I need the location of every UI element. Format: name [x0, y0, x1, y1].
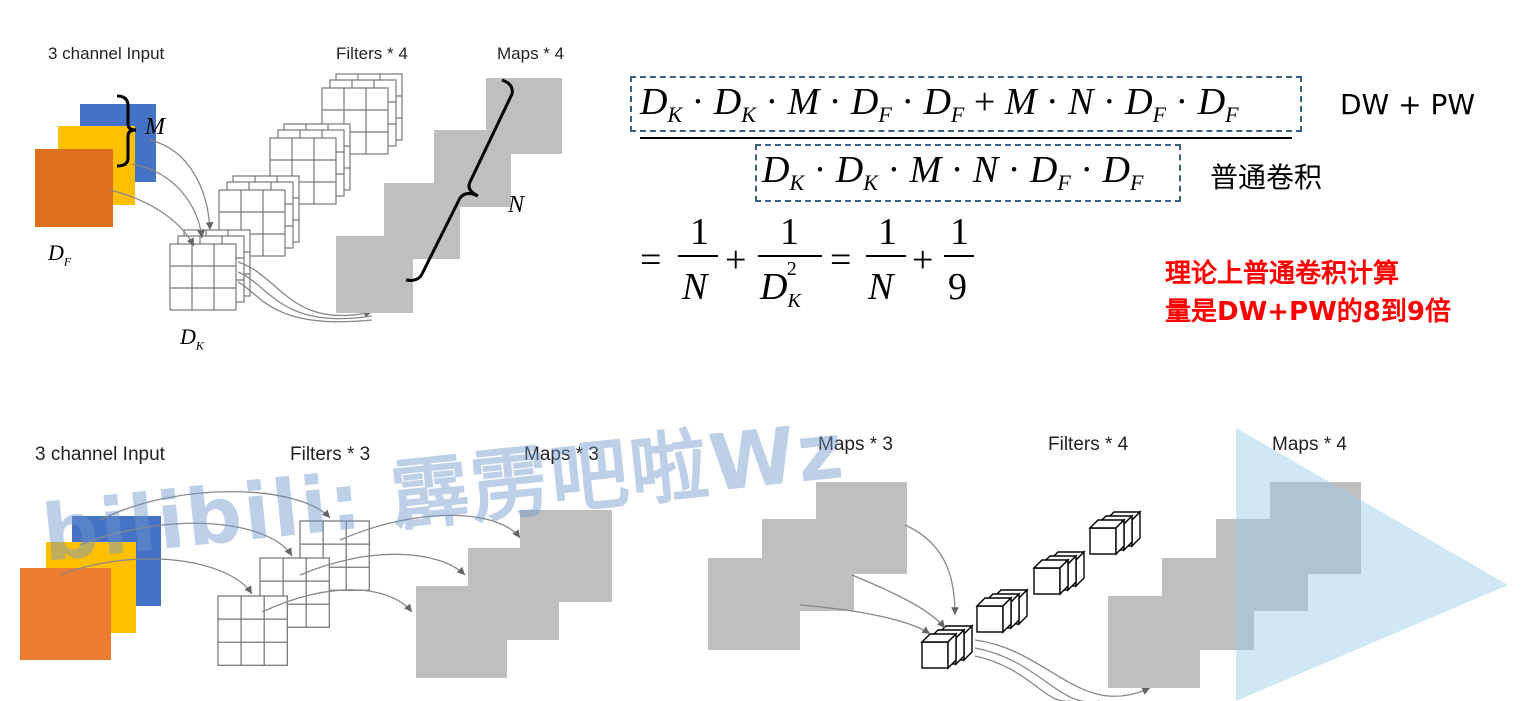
bottom-maps-label: Maps * 3	[524, 444, 599, 465]
result-dk2: DK2	[760, 258, 801, 312]
note-line-2: 量是DW+PW的8到9倍	[1165, 297, 1451, 327]
result-one-3: 1	[878, 211, 897, 253]
top-input-label: 3 channel Input	[48, 44, 165, 63]
fraction-bar-3	[866, 255, 906, 257]
fraction-bar-main	[640, 137, 1292, 139]
symbol-n: N	[508, 192, 525, 218]
bottom-maps2-label: Maps * 3	[818, 434, 893, 455]
bottom-filters-label: Filters * 3	[290, 444, 371, 465]
bottom-input-label: 3 channel Input	[35, 444, 165, 465]
top-input-arrows	[109, 139, 214, 247]
top-maps-label: Maps * 4	[497, 44, 565, 63]
top-output-arrows	[237, 261, 373, 323]
decorative-triangle	[1236, 428, 1508, 701]
result-one-4: 1	[950, 211, 969, 253]
numerator-box	[630, 76, 1302, 132]
result-n-1: N	[682, 266, 708, 308]
bottom-pw-output-maps	[1108, 482, 1361, 688]
result-one-2: 1	[780, 211, 799, 253]
result-one-1: 1	[690, 211, 709, 253]
bottom-dw-arrows	[59, 490, 521, 613]
result-equals-2: =	[830, 239, 852, 281]
bottom-pw-input-maps	[708, 482, 907, 650]
bottom-pw-arrows	[799, 524, 1151, 701]
note-text: 理论上普通卷积计算 量是DW+PW的8到9倍	[1165, 255, 1451, 331]
result-equals-1: =	[640, 239, 662, 281]
dwpw-label: DW + PW	[1340, 88, 1476, 121]
formula-numerator: DK · DK · M · DF · DF + M · N · DF · DF	[640, 81, 1239, 127]
denominator-box	[755, 144, 1181, 202]
m-brace	[116, 94, 137, 168]
result-plus-2: +	[912, 239, 934, 281]
formula-denominator: DK · DK · M · N · DF · DF	[762, 149, 1144, 195]
result-nine: 9	[948, 266, 967, 308]
orange-channel	[35, 149, 113, 227]
fraction-bar-2	[758, 255, 822, 257]
normal-conv-label: 普通卷积	[1210, 161, 1323, 194]
filter-stack-1	[169, 229, 251, 311]
bottom-filters2-label: Filters * 4	[1048, 434, 1129, 455]
symbol-dk: DK	[180, 324, 204, 353]
symbol-m: M	[145, 114, 165, 140]
top-filters-label: Filters * 4	[336, 44, 408, 63]
bottom-dw-maps	[416, 510, 612, 678]
n-brace	[405, 78, 514, 282]
symbol-df: DF	[48, 240, 72, 269]
note-line-1: 理论上普通卷积计算	[1165, 259, 1400, 289]
result-n-2: N	[868, 266, 894, 308]
result-plus-1: +	[725, 239, 747, 281]
bottom-pw-filters	[922, 512, 1140, 668]
fraction-bar-4	[944, 255, 974, 257]
fraction-bar-1	[678, 255, 718, 257]
bottom-maps3-label: Maps * 4	[1272, 434, 1347, 455]
